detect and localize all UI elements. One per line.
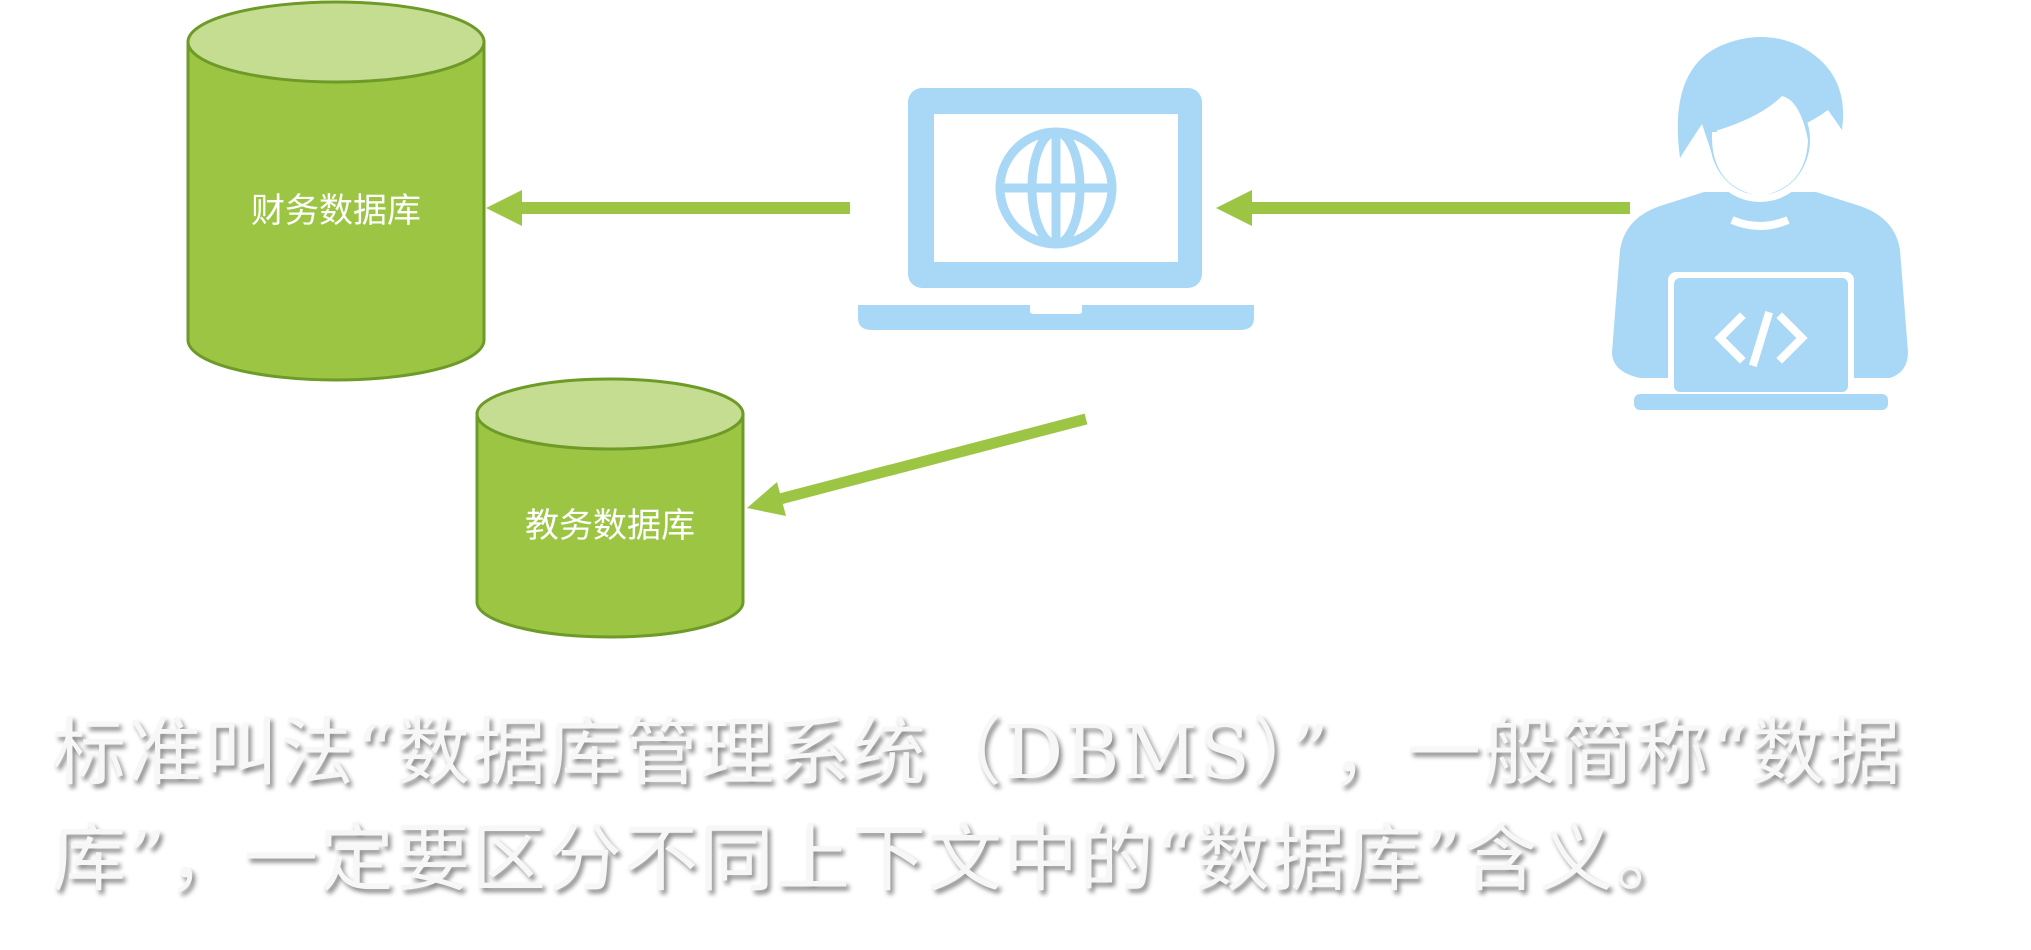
laptop-globe-icon — [858, 88, 1254, 330]
code-icon — [1714, 311, 1808, 367]
academic-database-label: 教务数据库 — [525, 506, 695, 546]
arrow-to-academic-database — [747, 413, 1088, 516]
caption-text: 标准叫法“数据库管理系统（DBMS）”，一般简称“数据库”，一定要区分不同上下文… — [52, 710, 1903, 902]
developer-icon — [1612, 37, 1908, 410]
arrow-to-finance-database — [486, 190, 850, 226]
globe-icon — [995, 127, 1117, 249]
finance-database-top — [186, 0, 486, 84]
finance-database: 财务数据库 — [186, 0, 486, 382]
academic-database-top — [475, 377, 745, 451]
academic-database: 教务数据库 — [475, 377, 745, 639]
database-icon — [186, 40, 486, 382]
database-icon — [475, 412, 745, 639]
arrow-to-laptop — [1216, 190, 1630, 226]
finance-database-label: 财务数据库 — [251, 191, 421, 231]
